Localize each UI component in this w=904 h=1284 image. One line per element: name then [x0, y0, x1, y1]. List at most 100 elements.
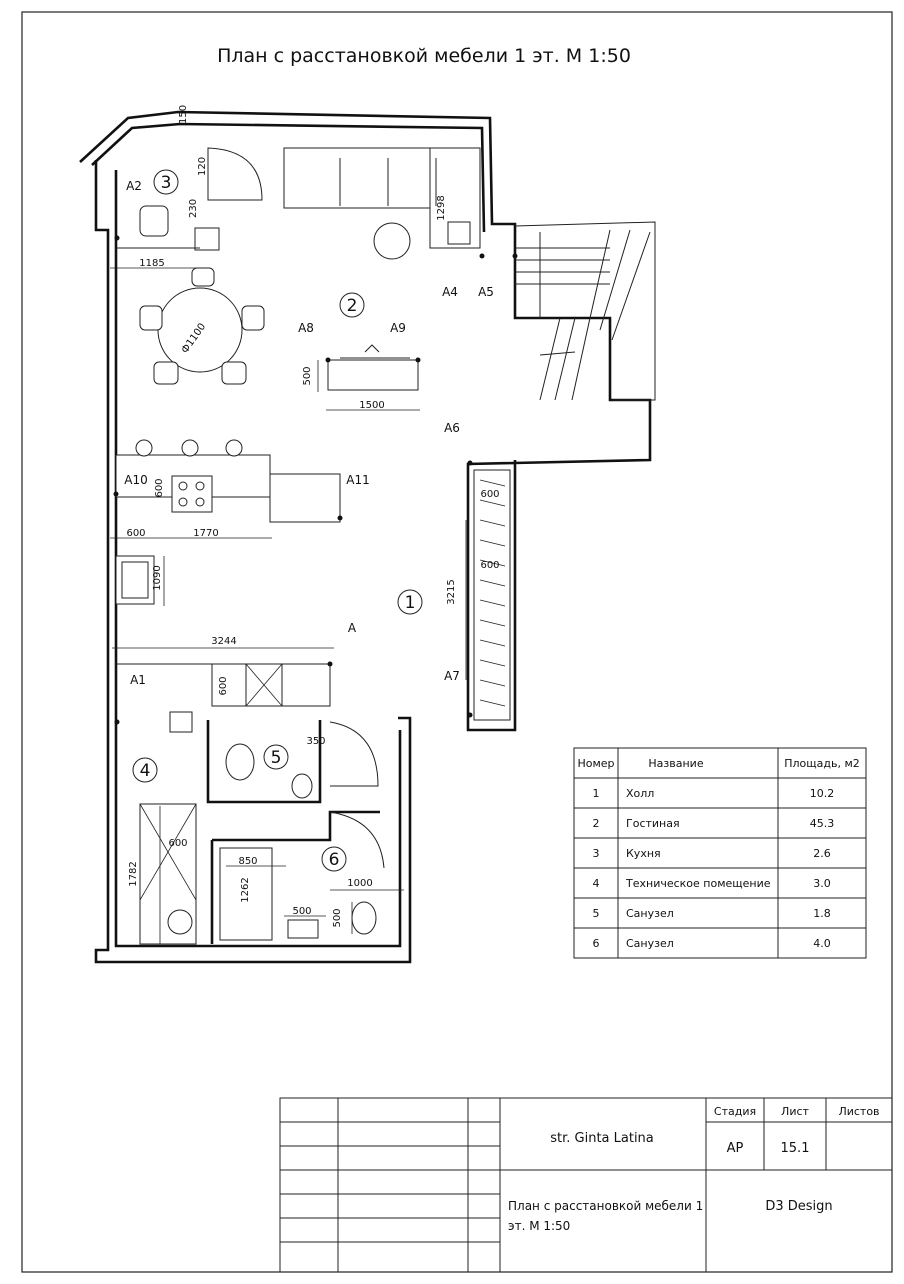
room-6-number: 6	[329, 850, 340, 870]
table-row-6-name: Санузел	[626, 937, 674, 950]
built-in-closet	[211, 663, 331, 707]
table-row-2-area: 45.3	[810, 817, 835, 830]
room-2-number: 2	[347, 296, 358, 316]
table-row-5-num: 5	[593, 907, 600, 920]
floor-plan: 1 2 3 4 5 6 A A1 A2 A4 A5 A6 A7 A8 A9 A1…	[79, 105, 656, 964]
table-row-2-name: Гостиная	[626, 817, 680, 830]
table-row-4-num: 4	[593, 877, 600, 890]
west-wall-inner	[114, 170, 402, 948]
table-row-1-name: Холл	[626, 787, 654, 800]
dim-150: 150	[178, 105, 189, 124]
marker-A1: A1	[130, 673, 146, 687]
outer-wall-inner	[91, 122, 486, 233]
room-3-circle	[153, 169, 179, 195]
dim-1090: 1090	[152, 565, 163, 590]
marker-A2: A2	[126, 179, 142, 193]
wc5-door-swing	[329, 721, 379, 787]
wardrobe	[473, 469, 511, 721]
table-row-4-name: Техническое помещение	[625, 877, 771, 890]
kitchen-chair	[139, 205, 169, 237]
coffee-table	[373, 222, 411, 260]
marker-A6: A6	[444, 421, 460, 435]
wc5-basin	[291, 773, 313, 799]
marker-A11: A11	[346, 473, 369, 487]
dim-3215: 3215	[446, 579, 457, 604]
dim-600-wardrobe-mid: 600	[480, 560, 499, 571]
dim-600-counter: 600	[154, 478, 165, 497]
table-row-4-area: 3.0	[813, 877, 831, 890]
dim-1298: 1298	[436, 195, 447, 220]
dim-500-tv: 500	[302, 366, 313, 385]
sheets-label: Листов	[838, 1105, 879, 1118]
table-row-2-num: 2	[593, 817, 600, 830]
table-row-1-num: 1	[593, 787, 600, 800]
stage-label: Стадия	[714, 1105, 756, 1118]
table-header-number: Номер	[577, 757, 614, 770]
sheet-label: Лист	[781, 1105, 809, 1118]
marker-A: A	[348, 621, 357, 635]
west-wall	[94, 160, 412, 964]
outer-wall	[79, 110, 652, 732]
table-row-5-area: 1.8	[813, 907, 831, 920]
wc6-bench	[287, 919, 319, 939]
project-address: str. Ginta Latina	[550, 1131, 654, 1146]
dim-3244: 3244	[211, 636, 236, 647]
table-header-name: Название	[648, 757, 703, 770]
table-row-3-num: 3	[593, 847, 600, 860]
room-table: Номер Название Площадь, м2 1 Холл 10.2 2…	[573, 747, 867, 959]
marker-A5: A5	[478, 285, 494, 299]
kitchen-counter	[115, 439, 341, 523]
company-name: D3 Design	[765, 1199, 832, 1214]
table-row-1-area: 10.2	[810, 787, 835, 800]
marker-A9: A9	[390, 321, 406, 335]
room-4-number: 4	[140, 761, 151, 781]
dim-850: 850	[238, 856, 257, 867]
marker-A8: A8	[298, 321, 314, 335]
wc5-toilet	[225, 743, 255, 781]
table-row-3-name: Кухня	[626, 847, 661, 860]
drawing-title: План с расстановкой мебели 1 эт. М 1:50	[217, 45, 631, 67]
tv-stand	[327, 359, 419, 391]
dining-table-set	[139, 267, 265, 385]
stage-value: АР	[727, 1141, 744, 1156]
table-row-6-num: 6	[593, 937, 600, 950]
dimension-lines	[110, 267, 467, 944]
wc6-walls	[210, 810, 380, 944]
marker-A7: A7	[444, 669, 460, 683]
room-2-circle	[339, 292, 365, 318]
room-4-circle	[132, 757, 158, 783]
room-6-circle	[321, 846, 347, 872]
table-row-6-area: 4.0	[813, 937, 831, 950]
point-markers	[113, 235, 518, 725]
table-row-3-area: 2.6	[813, 847, 831, 860]
room-3-number: 3	[161, 173, 172, 193]
dim-1500: 1500	[359, 400, 384, 411]
dim-600-tech: 600	[168, 838, 187, 849]
marker-A10: A10	[124, 473, 147, 487]
staircase	[514, 221, 656, 401]
wc6-door-swing	[329, 811, 385, 869]
drawing-name-line1: План с расстановкой мебели 1	[508, 1199, 703, 1213]
wc5-walls	[206, 720, 322, 804]
dim-500-bench: 500	[292, 906, 311, 917]
room-1-circle	[397, 589, 423, 615]
dim-1000: 1000	[347, 878, 372, 889]
room-1-number: 1	[405, 593, 416, 613]
sink-bowl	[121, 561, 149, 599]
room-5-circle	[263, 744, 289, 770]
dim-600-sink: 600	[126, 528, 145, 539]
kitchen-column	[194, 227, 220, 251]
shower	[219, 847, 273, 941]
sofa	[283, 147, 481, 249]
dim-1262: 1262	[240, 877, 251, 902]
dim-1185: 1185	[139, 258, 164, 269]
wc6-toilet	[351, 901, 377, 935]
dim-600-wardrobe-top: 600	[480, 489, 499, 500]
dim-350: 350	[306, 736, 325, 747]
dim-600-closet: 600	[218, 676, 229, 695]
kitchen-door-swing	[207, 147, 263, 201]
table-row-5-name: Санузел	[626, 907, 674, 920]
title-block: str. Ginta Latina Стадия Лист Листов АР …	[279, 1097, 893, 1273]
dim-1770: 1770	[193, 528, 218, 539]
